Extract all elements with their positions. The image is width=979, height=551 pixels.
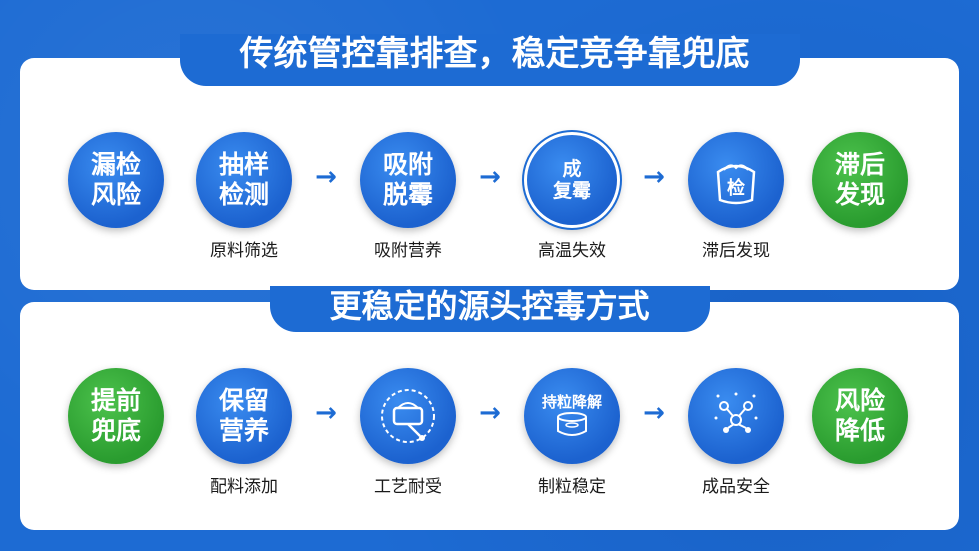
node-label: 持粒降解: [541, 393, 602, 411]
node-risk-reduced: 风险 降低: [812, 368, 908, 464]
molecule-icon: [714, 392, 758, 433]
node-label: 成 复霉: [552, 158, 591, 202]
process-gauge-icon: [381, 389, 435, 443]
node-sampling: 抽样 检测: [196, 132, 292, 228]
caption-pellet-stability: 制粒稳定: [538, 477, 606, 497]
node-inspection: 检: [688, 132, 784, 228]
caption-high-temp-failure: 高温失效: [538, 241, 606, 261]
caption-feed-addition: 配料添加: [210, 477, 278, 497]
node-label: 提前 兜底: [90, 386, 141, 445]
node-label: 检: [727, 177, 745, 199]
node-process-tolerance: [360, 368, 456, 464]
pellet-icon: 持粒降解: [542, 393, 602, 439]
caption-delayed-detection: 滞后发现: [702, 241, 770, 261]
node-label: 滞后 发现: [834, 150, 885, 209]
caption-adsorb-nutrition: 吸附营养: [374, 241, 442, 261]
node-label: 漏检 风险: [90, 150, 141, 209]
top-panel: [20, 58, 959, 290]
node-retain-nutrition: 保留 营养: [196, 368, 292, 464]
arrow-icon: →: [643, 162, 665, 192]
top-section-title: 传统管控靠排查，稳定竞争靠兜底: [179, 34, 800, 86]
bottom-section-title: 更稳定的源头控毒方式: [269, 286, 710, 332]
arrow-icon: →: [479, 162, 501, 192]
caption-process-tolerance: 工艺耐受: [374, 477, 442, 497]
inspection-bag-icon: 检: [708, 152, 764, 208]
node-pellet-degradation: 持粒降解: [524, 368, 620, 464]
caption-product-safety: 成品安全: [702, 477, 770, 497]
node-delayed-discovery: 滞后 发现: [812, 132, 908, 228]
node-product-safety: [688, 368, 784, 464]
remold-icon: 成 复霉: [553, 158, 591, 202]
caption-raw-screening: 原料筛选: [210, 241, 278, 261]
cylinder-icon: [556, 412, 587, 436]
bottom-panel: [20, 302, 959, 530]
node-label: 抽样 检测: [218, 150, 269, 209]
node-adsorption: 吸附 脱霉: [360, 132, 456, 228]
node-remold: 成 复霉: [522, 130, 622, 230]
node-label: 风险 降低: [834, 386, 885, 445]
arrow-icon: →: [315, 398, 337, 428]
bag-icon: 检: [716, 164, 756, 205]
arrow-icon: →: [643, 398, 665, 428]
node-early-backstop: 提前 兜底: [68, 368, 164, 464]
arrow-icon: →: [315, 162, 337, 192]
arrow-icon: →: [479, 398, 501, 428]
node-label: 保留 营养: [218, 386, 269, 445]
node-missed-risk: 漏检 风险: [68, 132, 164, 228]
node-label: 吸附 脱霉: [382, 150, 433, 209]
